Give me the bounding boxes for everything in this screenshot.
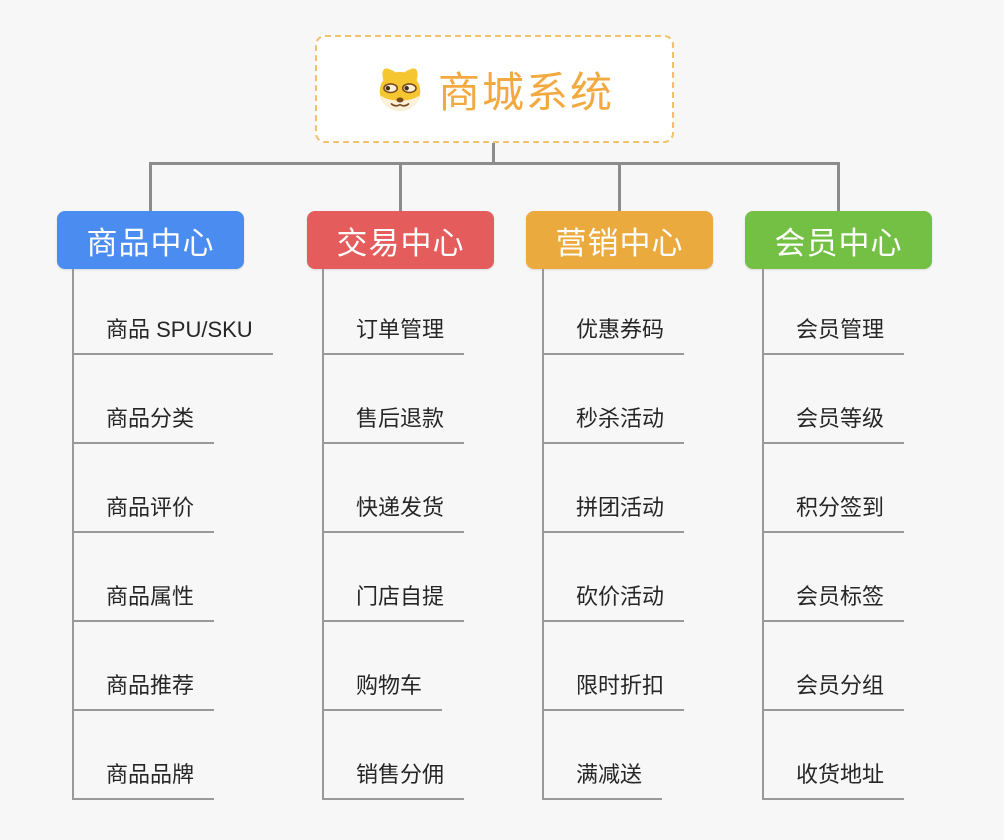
leaf-node[interactable]: 会员管理: [762, 315, 905, 355]
leaf-node[interactable]: 会员分组: [762, 671, 905, 711]
connector-drop-3: [618, 162, 621, 211]
leaf-node[interactable]: 会员等级: [762, 404, 905, 444]
leaf-node[interactable]: 订单管理: [322, 315, 465, 355]
branch-node-marketing-center[interactable]: 营销中心: [526, 211, 713, 269]
connector-horizontal: [149, 162, 839, 165]
connector-root-stem: [492, 143, 495, 163]
leaf-node[interactable]: 商品 SPU/SKU: [72, 315, 273, 355]
leaf-node[interactable]: 销售分佣: [322, 760, 465, 800]
leaf-node[interactable]: 售后退款: [322, 404, 465, 444]
leaf-node[interactable]: 拼团活动: [542, 493, 685, 533]
leaf-node[interactable]: 商品推荐: [72, 671, 215, 711]
leaf-node[interactable]: 收货地址: [762, 760, 905, 800]
leaf-node[interactable]: 积分签到: [762, 493, 905, 533]
root-title: 商城系统: [437, 68, 614, 116]
leaf-node[interactable]: 优惠券码: [542, 315, 685, 355]
trunk-line-marketing: [542, 269, 544, 800]
trunk-line-trade: [322, 269, 324, 800]
connector-drop-4: [837, 162, 840, 211]
leaf-node[interactable]: 秒杀活动: [542, 404, 685, 444]
leaf-node[interactable]: 限时折扣: [542, 671, 685, 711]
leaf-node[interactable]: 快递发货: [322, 493, 465, 533]
leaf-node[interactable]: 商品属性: [72, 582, 215, 622]
leaf-node[interactable]: 商品分类: [72, 404, 215, 444]
root-node-mall-system[interactable]: 商城系统: [315, 35, 674, 143]
branch-node-trade-center[interactable]: 交易中心: [307, 211, 494, 269]
leaf-node[interactable]: 商品评价: [72, 493, 215, 533]
leaf-node[interactable]: 会员标签: [762, 582, 905, 622]
connector-drop-2: [399, 162, 402, 211]
trunk-line-member: [762, 269, 764, 800]
branch-node-product-center[interactable]: 商品中心: [57, 211, 244, 269]
trunk-line-product: [72, 269, 74, 800]
connector-drop-1: [149, 162, 152, 211]
leaf-node[interactable]: 满减送: [542, 760, 663, 800]
leaf-node[interactable]: 商品品牌: [72, 760, 215, 800]
leaf-node[interactable]: 购物车: [322, 671, 443, 711]
leaf-node[interactable]: 门店自提: [322, 582, 465, 622]
branch-node-member-center[interactable]: 会员中心: [745, 211, 932, 269]
doge-dog-icon: [375, 66, 425, 112]
leaf-node[interactable]: 砍价活动: [542, 582, 685, 622]
